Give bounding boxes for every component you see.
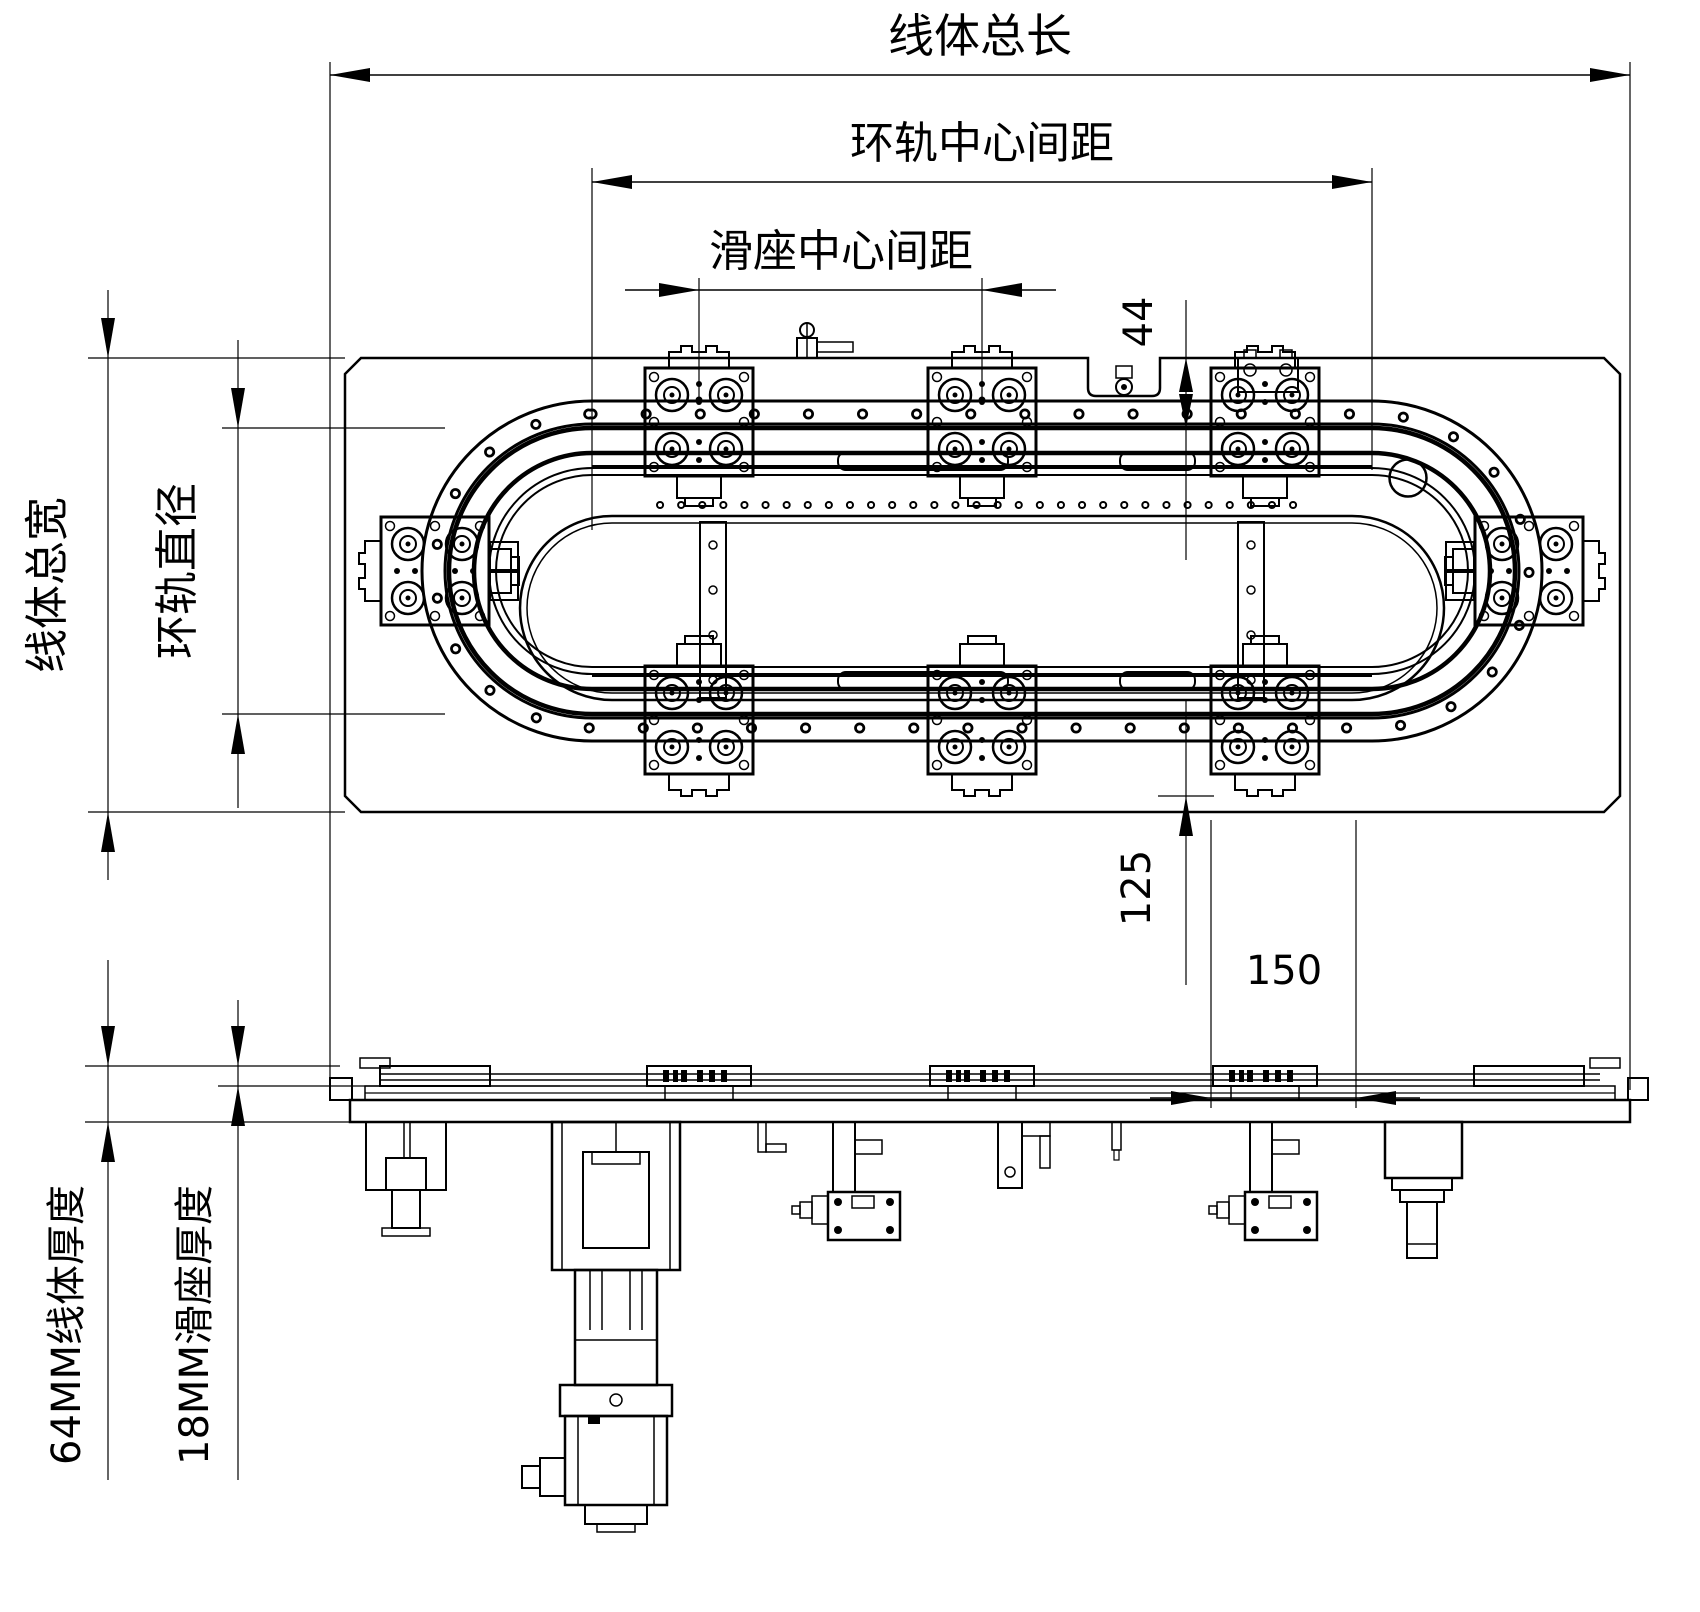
guide-block xyxy=(1119,451,1196,471)
side-slider xyxy=(646,1065,752,1101)
side-slider xyxy=(929,1065,1035,1101)
motor-assembly xyxy=(521,1120,682,1533)
dim-44-label: 44 xyxy=(1116,297,1162,348)
side-slider-end xyxy=(1473,1065,1585,1087)
side-base-plate xyxy=(348,1098,1632,1124)
ring-center-distance-label: 环轨中心间距 xyxy=(850,118,1114,169)
edge-clamp xyxy=(1237,349,1299,393)
body-thickness-label: 64MM线体厚度 xyxy=(44,1185,90,1465)
dim-ring-center-distance: 环轨中心间距 xyxy=(591,118,1373,530)
ring-diameter-label: 环轨直径 xyxy=(152,483,203,659)
drive-wheel xyxy=(1388,458,1428,498)
total-length-label: 线体总长 xyxy=(888,9,1072,63)
guide-block xyxy=(837,451,1009,471)
dim-125-label: 125 xyxy=(1114,850,1160,926)
dim-125: 125 xyxy=(1114,700,1214,985)
sensor-bracket xyxy=(790,1120,902,1242)
dim-150: 150 xyxy=(1150,820,1420,1108)
base-plate-outline xyxy=(343,356,1622,814)
support-bracket xyxy=(757,1121,1122,1189)
dim-150-label: 150 xyxy=(1246,948,1322,994)
dim-carriage-thickness: 18MM滑座厚度 xyxy=(172,1000,560,1480)
dim-slider-center-distance: 滑座中心间距 xyxy=(625,226,1056,404)
end-cap xyxy=(329,1077,353,1101)
cylinder-unit xyxy=(1383,1120,1464,1259)
dim-44: 44 xyxy=(1116,297,1193,560)
carriage-thickness-label: 18MM滑座厚度 xyxy=(172,1185,218,1465)
dim-total-width: 线体总宽 xyxy=(22,290,345,880)
guide-block xyxy=(837,671,1009,691)
guide-block xyxy=(1119,671,1196,691)
belt-tensioner xyxy=(796,322,854,359)
end-cap xyxy=(1627,1077,1649,1101)
hanging-frame xyxy=(365,1121,447,1237)
end-fixture xyxy=(359,1057,391,1069)
notch-pin xyxy=(1115,365,1133,396)
side-view xyxy=(329,1057,1649,1533)
top-view xyxy=(343,322,1622,814)
dim-body-thickness: 64MM线体厚度 xyxy=(44,960,460,1480)
side-slider-end xyxy=(379,1065,491,1087)
sensor-bracket xyxy=(1207,1120,1319,1242)
dim-ring-diameter: 环轨直径 xyxy=(152,340,445,808)
slider-center-distance-label: 滑座中心间距 xyxy=(709,226,973,277)
side-slider xyxy=(1212,1065,1318,1101)
end-fixture xyxy=(1589,1057,1621,1069)
dim-total-length: 线体总长 xyxy=(329,9,1631,1090)
total-width-label: 线体总宽 xyxy=(22,497,73,673)
